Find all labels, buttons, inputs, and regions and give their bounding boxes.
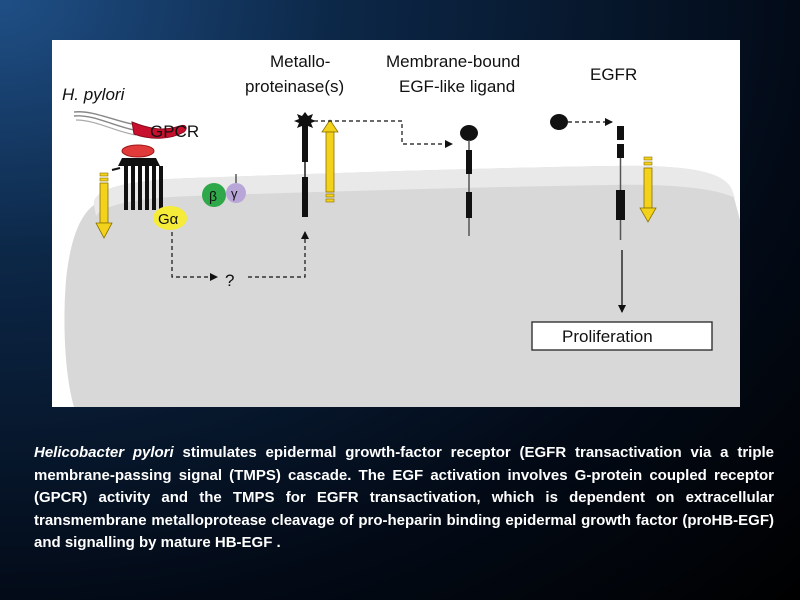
pathway-diagram: H. pylori GPCR Gα β γ ? Metallo- protein… <box>62 52 740 407</box>
egfr-receptor <box>616 126 625 240</box>
metalloproteinase-to-ligand-path <box>314 120 453 148</box>
g-gamma-label: γ <box>231 186 238 201</box>
cell-body <box>64 165 740 407</box>
metalloproteinase-label-line2: proteinase(s) <box>245 77 344 96</box>
h-pylori-label: H. pylori <box>62 85 126 104</box>
gpcr-label: GPCR <box>150 122 199 141</box>
caption-body: stimulates epidermal growth-factor recep… <box>34 444 774 551</box>
g-alpha-subunit <box>153 206 187 230</box>
g-beta-subunit <box>202 183 226 207</box>
egfr-activation-arrow <box>639 156 657 223</box>
figure-panel: H. pylori GPCR Gα β γ ? Metallo- protein… <box>52 40 740 407</box>
unknown-to-metalloproteinase-path <box>248 231 309 278</box>
figure-caption: Helicobacter pylori stimulates epidermal… <box>34 442 774 555</box>
ligand-label-line1: Membrane-bound <box>386 52 520 71</box>
released-ligand <box>550 114 568 130</box>
membrane-bound-ligand <box>460 125 478 236</box>
g-beta-label: β <box>209 188 217 204</box>
metalloproteinase-label-line1: Metallo- <box>270 52 330 71</box>
metalloproteinase <box>294 112 316 217</box>
caption-italic-lead: Helicobacter pylori <box>34 444 174 461</box>
cell-membrane <box>93 165 735 216</box>
g-alpha-label: Gα <box>158 211 179 228</box>
galpha-to-unknown-path <box>171 232 218 281</box>
proliferation-label: Proliferation <box>562 327 653 346</box>
g-gamma-subunit <box>226 183 246 203</box>
ligand-label-line2: EGF-like ligand <box>399 77 515 96</box>
gpcr-receptor <box>111 144 163 210</box>
gpcr-activation-arrow <box>95 172 113 239</box>
proliferation-box <box>531 321 713 351</box>
metalloproteinase-activation-arrow <box>321 119 339 203</box>
egfr-label: EGFR <box>590 65 637 84</box>
h-pylori-bacterium <box>73 111 187 139</box>
unknown-step-label: ? <box>225 271 234 290</box>
